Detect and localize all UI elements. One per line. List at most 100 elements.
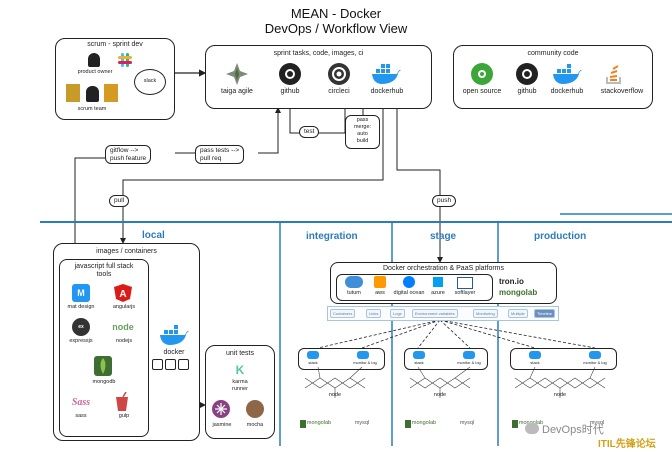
- mocha-icon: [246, 400, 264, 418]
- jasmine-label: jasmine: [212, 422, 232, 428]
- softlayer-label: softlayer: [454, 290, 476, 296]
- stage-cluster: stack monitor & log: [404, 348, 488, 370]
- pass-merge-line-1: pass: [356, 117, 369, 123]
- db-label: mysql: [354, 420, 370, 426]
- db-label: mysql: [589, 420, 605, 426]
- docker-icon: [371, 63, 401, 85]
- zone-stage: stage: [430, 231, 457, 242]
- angularjs-label: angularjs: [112, 304, 136, 310]
- taiga-label: taiga agile: [221, 88, 253, 95]
- nodejs-icon: node: [112, 322, 134, 332]
- cluster-label: monitor & log: [457, 360, 481, 365]
- cluster-label: stack: [414, 360, 424, 365]
- aws-icon: [374, 276, 386, 288]
- gitflow-line-2: push feature: [110, 154, 147, 162]
- slack-bubble-label: slack: [143, 78, 157, 84]
- mongo-icon: [405, 420, 411, 428]
- github-label: github: [280, 88, 300, 95]
- pass-merge-line-3: auto: [357, 131, 368, 137]
- karma-icon: K: [235, 363, 245, 377]
- diagram-title: MEAN - Docker: [290, 6, 382, 21]
- docker-icon: [307, 351, 319, 359]
- open-source-label: open source: [462, 88, 502, 95]
- toolbar-item: Links: [366, 309, 382, 318]
- unit-tests-heading: unit tests: [225, 350, 254, 357]
- karma-label-line-1: karma: [232, 379, 248, 385]
- scrum-heading: scrum - sprint dev: [87, 41, 143, 48]
- diagram-subtitle: DevOps / Workflow View: [264, 21, 408, 36]
- cluster-label: monitor & log: [353, 360, 377, 365]
- pass-tests-line-2: pull req: [200, 154, 222, 162]
- toolbar-item: Monitoring: [473, 309, 498, 318]
- mongolab-logo: mongolab: [499, 288, 538, 297]
- orchestration-heading: Docker orchestration & PaaS platforms: [383, 265, 504, 272]
- pass-tests-label: pass tests --> pull req: [195, 145, 245, 164]
- container-square: [178, 359, 189, 370]
- gitflow-label: gitflow --> push feature: [105, 145, 152, 164]
- platform-strip: tutum aws digital ocean azure softlayer: [336, 274, 493, 301]
- material-design-icon: M: [72, 284, 90, 302]
- wechat-icon: [525, 423, 539, 434]
- cluster-label: stack: [530, 360, 540, 365]
- team-member-avatar: [104, 84, 118, 102]
- circleci-label: circleci: [328, 88, 350, 95]
- expressjs-label: expressjs: [69, 338, 93, 344]
- js-heading-line-2: tools: [96, 271, 112, 278]
- db-label: mysql: [459, 420, 475, 426]
- slack-bubble: slack: [134, 69, 166, 95]
- toolbar-item-active: Timeline: [534, 309, 555, 318]
- js-heading-line-1: javascript full stack: [74, 263, 134, 270]
- docker-icon: [357, 351, 369, 359]
- team-member-avatar: [86, 86, 99, 102]
- pass-tests-line-1: pass tests -->: [200, 147, 240, 154]
- tutum-icon: [345, 276, 363, 288]
- push-label: push: [432, 195, 457, 207]
- docker-icon: [529, 351, 541, 359]
- js-tools-box: javascript full stack tools M mat design…: [59, 259, 149, 437]
- sass-icon: Sass: [71, 396, 91, 408]
- cluster-label: stack: [308, 360, 318, 365]
- node-label: node: [328, 392, 342, 398]
- docker-icon: [159, 324, 189, 346]
- test-label: test: [299, 126, 320, 138]
- watermark-wechat: DevOps时代: [542, 424, 604, 436]
- gulp-icon: [115, 392, 129, 412]
- cluster-label: monitor & log: [583, 360, 607, 365]
- mongolab-label: mongolab: [306, 420, 332, 426]
- stackoverflow-label: stackoverflow: [600, 88, 644, 95]
- mocha-label: mocha: [246, 422, 264, 428]
- mongolab-label: mongolab: [411, 420, 437, 426]
- production-cluster: stack monitor & log: [510, 348, 617, 370]
- aws-label: aws: [375, 290, 385, 296]
- taiga-icon: [226, 63, 248, 85]
- svg-text:A: A: [119, 289, 126, 300]
- nodejs-label: nodejs: [115, 338, 133, 344]
- product-owner-avatar: [88, 53, 100, 67]
- orchestration-toolbar: Containers Links Logs Environment variab…: [327, 306, 559, 321]
- watermark-forum: ITIL先锋论坛: [598, 439, 656, 450]
- gitflow-line-1: gitflow -->: [110, 147, 139, 154]
- toolbar-item: Logs: [390, 309, 405, 318]
- mongo-icon: [300, 420, 306, 428]
- sprint-box: sprint tasks, code, images, ci taiga agi…: [205, 45, 432, 109]
- unit-tests-box: unit tests K karma runner jasmine mocha: [205, 345, 275, 439]
- sprint-heading: sprint tasks, code, images, ci: [273, 50, 364, 57]
- softlayer-icon: [457, 277, 473, 289]
- toolbar-item: Environment variables: [412, 309, 458, 318]
- pass-merge-box: pass merge: auto build: [345, 115, 380, 149]
- mongodb-icon: [94, 356, 112, 376]
- community-box: community code open source github docker…: [453, 45, 653, 109]
- docker-icon: [413, 351, 425, 359]
- angularjs-icon: A: [114, 284, 132, 302]
- circleci-icon: [328, 63, 350, 85]
- pass-merge-line-4: build: [356, 138, 369, 144]
- container-square: [165, 359, 176, 370]
- mongo-icon: [512, 420, 518, 428]
- images-box: images / containers javascript full stac…: [53, 243, 200, 441]
- toolbar-item: Containers: [330, 309, 356, 318]
- product-owner-label: product owner: [77, 69, 113, 75]
- azure-label: azure: [431, 290, 445, 296]
- zone-local: local: [142, 230, 165, 241]
- open-source-icon: [471, 63, 493, 85]
- tutum-label: tutum: [347, 290, 361, 296]
